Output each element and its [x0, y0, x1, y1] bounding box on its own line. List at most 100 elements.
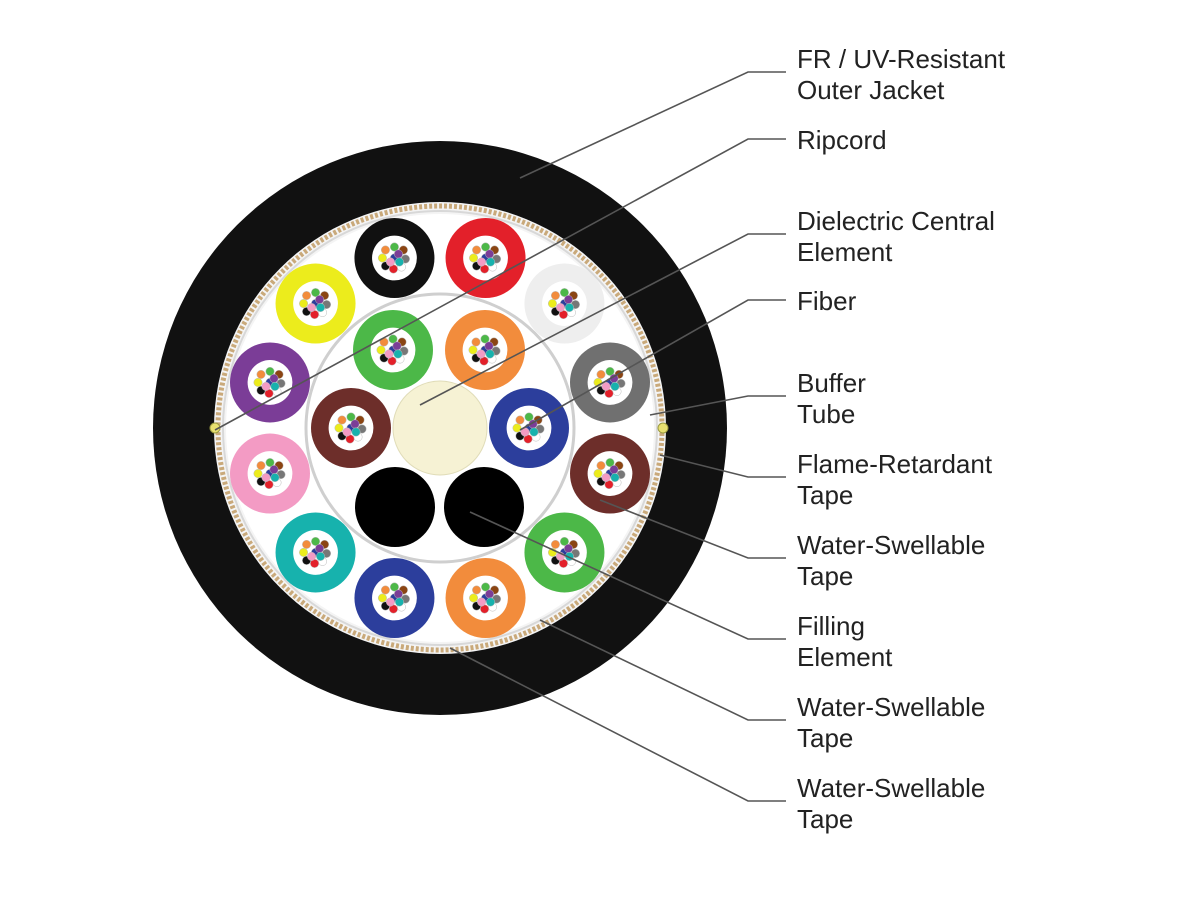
leader-line-flame-retardant-tape [659, 454, 786, 478]
fiber [307, 552, 316, 561]
fiber [269, 465, 279, 475]
fiber [380, 245, 390, 255]
label-buffer-tube-line: Buffer [797, 368, 866, 398]
fiber [302, 540, 311, 549]
fiber [388, 334, 398, 344]
fiber [481, 242, 491, 252]
outer-tube-rose-fibers [253, 458, 286, 490]
fiber [484, 341, 494, 351]
fiber [477, 597, 487, 607]
fiber [346, 412, 356, 422]
fiber [548, 299, 557, 308]
outer-tube-white-fibers [548, 288, 580, 319]
fiber [468, 345, 478, 355]
label-water-swellable-tape-2-line: Water-Swellable [797, 692, 985, 722]
fiber [270, 473, 280, 483]
leader-lines [214, 71, 786, 802]
outer-tube-brown-fibers [593, 458, 626, 490]
fiber [315, 295, 324, 304]
outer-tube-violet-fibers [253, 366, 286, 398]
fiber [307, 303, 316, 312]
label-buffer-tube-line: Tube [797, 399, 855, 429]
fiber [560, 537, 569, 546]
fiber [551, 291, 560, 300]
fiber [394, 597, 404, 607]
leader-line-central-element [419, 233, 786, 406]
leader-line-fiber [519, 299, 786, 431]
fiber [486, 597, 496, 607]
fiber [299, 548, 308, 557]
leader-line-water-swellable-tape-2 [539, 619, 786, 721]
fiber [299, 299, 308, 308]
leader-line-water-swellable-tape-1 [599, 499, 786, 559]
leader-line-water-swellable-tape-3 [449, 647, 786, 802]
label-flame-retardant-tape-line: Flame-Retardant [797, 449, 993, 479]
fiber [316, 552, 325, 561]
label-ripcord: Ripcord [797, 125, 887, 155]
fiber [565, 303, 574, 312]
outer-tube-red-fibers [469, 242, 502, 274]
fiber [564, 295, 573, 304]
outer-tube-yellow-fibers [299, 288, 331, 319]
fiber [377, 253, 387, 263]
fiber [601, 473, 611, 483]
label-fiber-line: Fiber [797, 286, 857, 316]
outer-tube-slate-fibers [593, 366, 626, 398]
fiber [351, 427, 361, 437]
inner-tape-ring [304, 292, 576, 564]
fiber [311, 537, 320, 546]
fiber [261, 381, 271, 391]
fiber [261, 473, 271, 483]
fiber [334, 423, 344, 433]
label-water-swellable-tape-1-line: Water-Swellable [797, 530, 985, 560]
fiber [485, 249, 495, 259]
fiber [485, 589, 495, 599]
fiber [469, 593, 479, 603]
fiber [389, 242, 399, 252]
fiber [316, 303, 325, 312]
fiber [596, 369, 606, 379]
fiber [385, 597, 395, 607]
label-water-swellable-tape-2-line: Tape [797, 723, 853, 753]
cable-cross-section [153, 141, 727, 715]
fiber [596, 461, 606, 471]
fiber [269, 373, 279, 383]
fiber [485, 349, 495, 359]
fiber [476, 349, 486, 359]
fiber [384, 349, 394, 359]
fiber [377, 593, 387, 603]
fiber [389, 582, 399, 592]
label-water-swellable-tape-1-line: Tape [797, 561, 853, 591]
label-fiber: Fiber [797, 286, 857, 316]
outer-tube-green-fibers [548, 537, 580, 568]
fiber [350, 419, 360, 429]
fiber [256, 461, 266, 471]
outer-tube-orange-fibers [469, 582, 502, 614]
outer-tube-black-fibers [377, 242, 410, 274]
inner-tube-orange-fibers [468, 334, 501, 366]
fiber [253, 377, 263, 387]
fiber [337, 415, 347, 425]
fiber [342, 427, 352, 437]
fiber [392, 341, 402, 351]
fiber [610, 381, 620, 391]
label-ripcord-line: Ripcord [797, 125, 887, 155]
label-filling-element-line: Element [797, 642, 893, 672]
label-central-element-line: Element [797, 237, 893, 267]
fiber [605, 366, 615, 376]
fiber [529, 427, 539, 437]
fiber [385, 257, 395, 267]
leader-line-ripcord [214, 138, 786, 431]
fiber [512, 423, 522, 433]
fiber [256, 369, 266, 379]
fiber [471, 337, 481, 347]
